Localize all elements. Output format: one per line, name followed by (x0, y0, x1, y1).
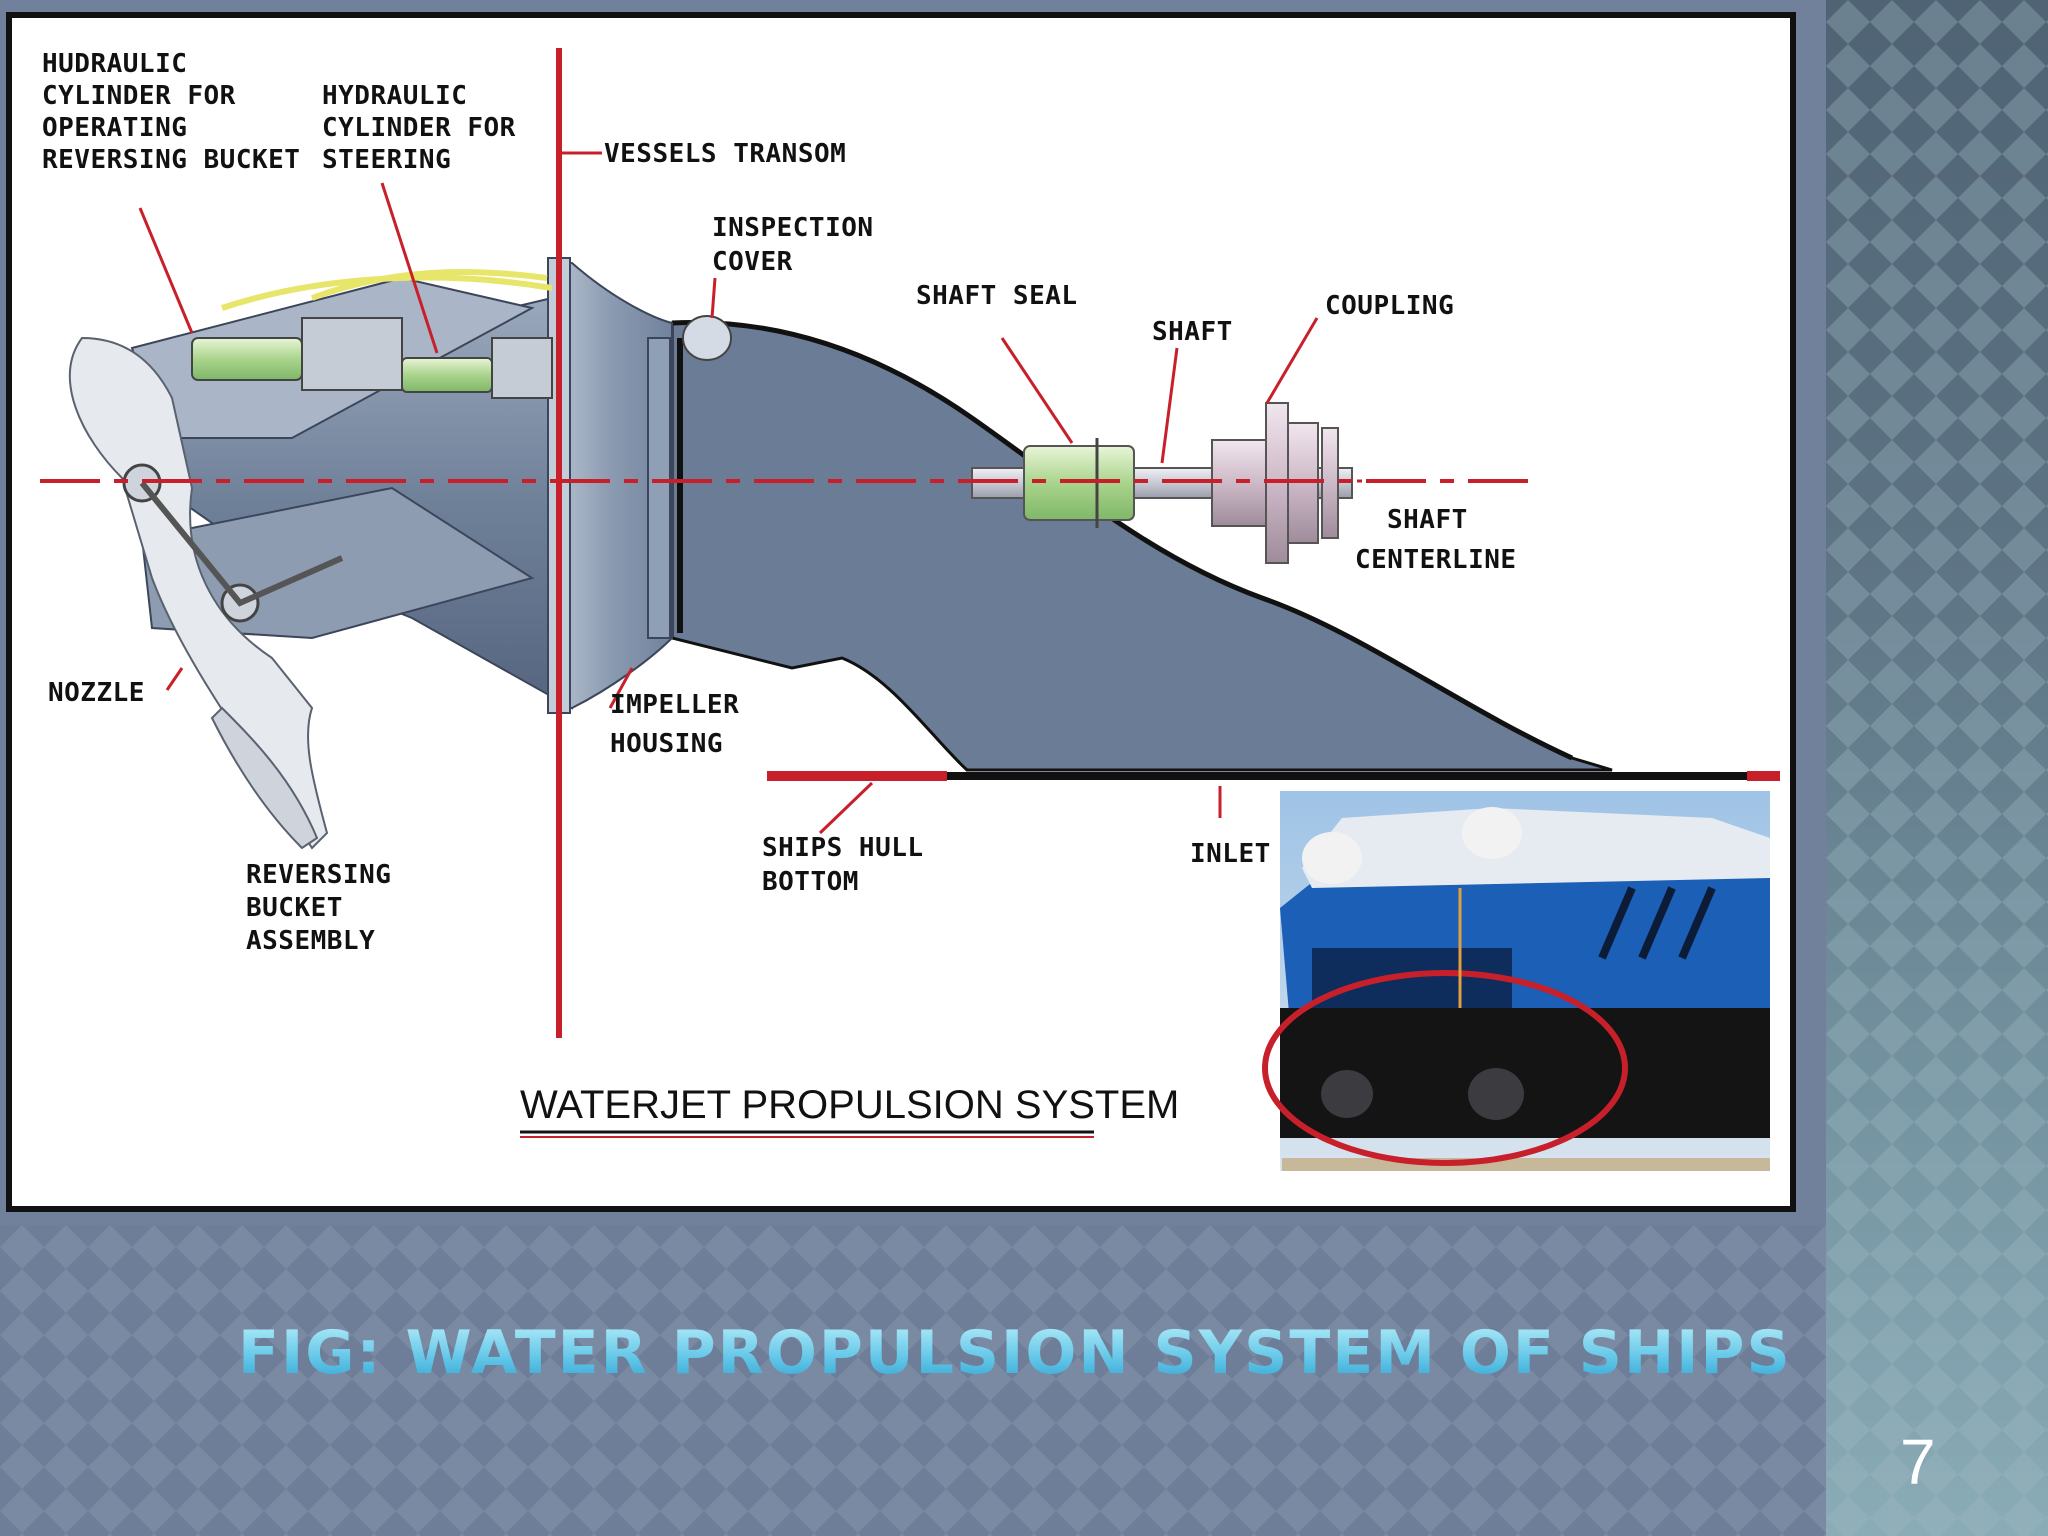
page-number: 7 (1900, 1426, 1936, 1498)
label-hydraulic-steering: HYDRAULIC CYLINDER FOR STEERING (322, 81, 532, 175)
leader-lines (138, 151, 1362, 835)
sidebar-pattern (1826, 0, 2048, 1536)
decorative-sidebar (1826, 0, 2048, 1536)
hydraulic-cylinder-steering (401, 357, 493, 393)
hydraulic-cylinder-bucket (191, 337, 303, 381)
waterjet-diagram: HUDRAULIC CYLINDER FOR OPERATING REVERSI… (40, 48, 1780, 1171)
hydraulic-hoses (221, 269, 553, 311)
label-shaft-centerline: SHAFT CENTERLINE (1355, 505, 1517, 575)
caption-band-pattern (0, 1225, 1826, 1536)
impeller-housing (551, 262, 673, 709)
label-coupling: COUPLING (1325, 291, 1454, 321)
label-reversing-bucket: REVERSING BUCKET ASSEMBLY (246, 860, 408, 956)
bucket-linkage (139, 481, 344, 607)
label-nozzle: NOZZLE (48, 678, 145, 708)
coupling-end (1321, 427, 1339, 539)
hydraulic-cylinder-bucket-body (301, 317, 403, 391)
hydraulic-cylinder-steering-mount (491, 337, 553, 399)
inspection-cover (682, 315, 732, 361)
label-ships-hull-bottom: SHIPS HULL BOTTOM (762, 833, 940, 897)
label-shaft: SHAFT (1152, 317, 1233, 347)
ship-photo-inset (1262, 791, 1770, 1171)
housing-ring (647, 337, 671, 639)
label-inlet: INLET (1190, 839, 1271, 869)
slide-caption: FIG: WATER PROPULSION SYSTEM OF SHIPS (238, 1318, 1792, 1388)
label-impeller-housing: IMPELLER HOUSING (610, 690, 755, 759)
label-vessels-transom: VESSELS TRANSOM (604, 139, 846, 169)
label-shaft-seal: SHAFT SEAL (916, 281, 1078, 311)
label-hydraulic-bucket: HUDRAULIC CYLINDER FOR OPERATING REVERSI… (42, 49, 300, 175)
reversing-bucket-blade (210, 706, 319, 850)
diagram-panel: HUDRAULIC CYLINDER FOR OPERATING REVERSI… (6, 12, 1796, 1212)
label-inspection-cover: INSPECTION COVER (712, 213, 890, 277)
diagram-title: WATERJET PROPULSION SYSTEM (520, 1083, 1179, 1127)
caption-band (0, 1225, 1826, 1536)
